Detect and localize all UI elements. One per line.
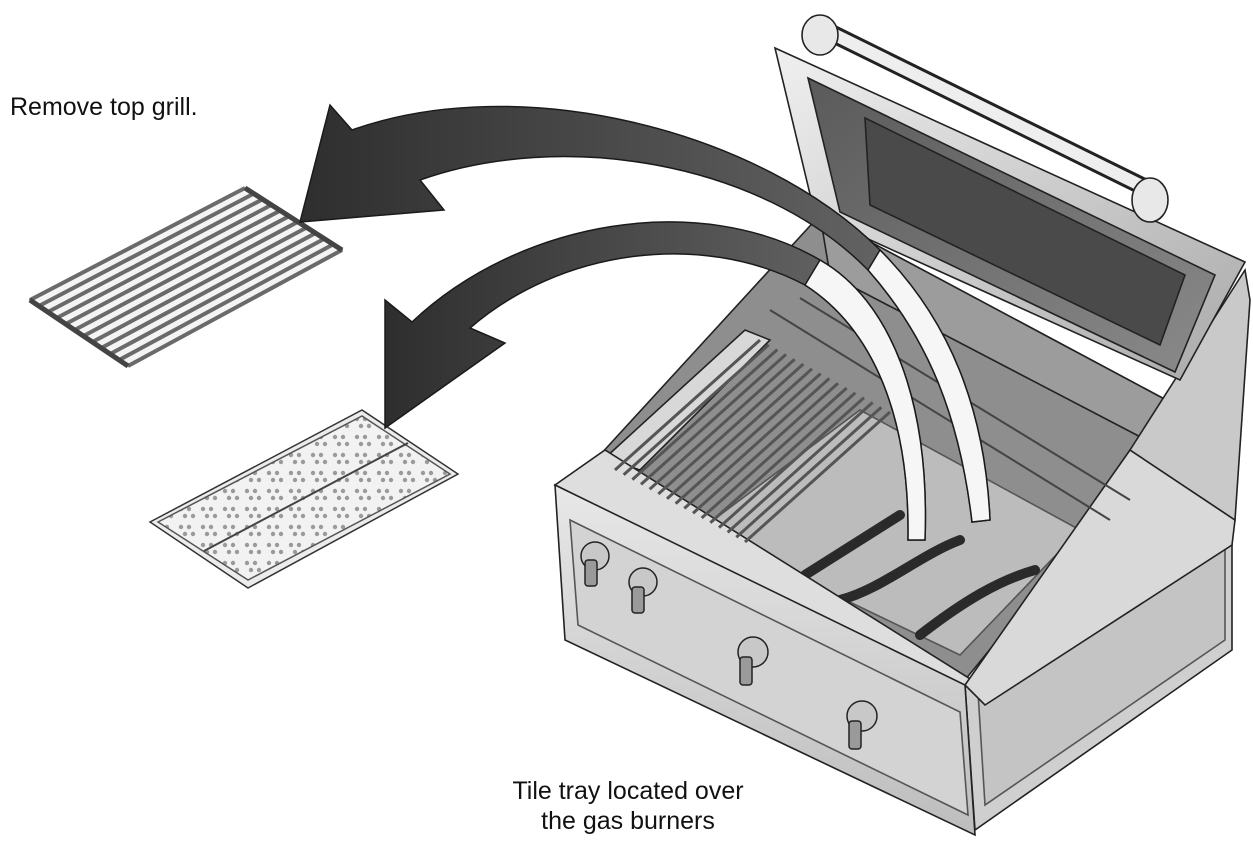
removed-top-grill (28, 185, 344, 369)
arrow-remove-grill (299, 103, 991, 523)
tile-tray-label: Tile tray located over the gas burners (478, 776, 778, 836)
knob-1 (580, 541, 610, 587)
remove-top-grill-label: Remove top grill. (10, 93, 198, 121)
open-lid (773, 14, 1247, 382)
cooking-grates (613, 338, 892, 544)
knob-4 (846, 700, 878, 750)
tile-tray-label-line1: Tile tray located over (512, 777, 744, 805)
tile-tray-label-line2: the gas burners (541, 807, 715, 835)
arrow-remove-tile-tray (384, 221, 927, 541)
gas-burners (800, 510, 1040, 640)
lid-handle (801, 14, 1169, 223)
knob-2 (628, 567, 658, 614)
grill-body (553, 213, 1251, 837)
knob-3 (737, 636, 769, 686)
removed-tile-tray (148, 409, 460, 589)
control-knobs (580, 541, 878, 750)
